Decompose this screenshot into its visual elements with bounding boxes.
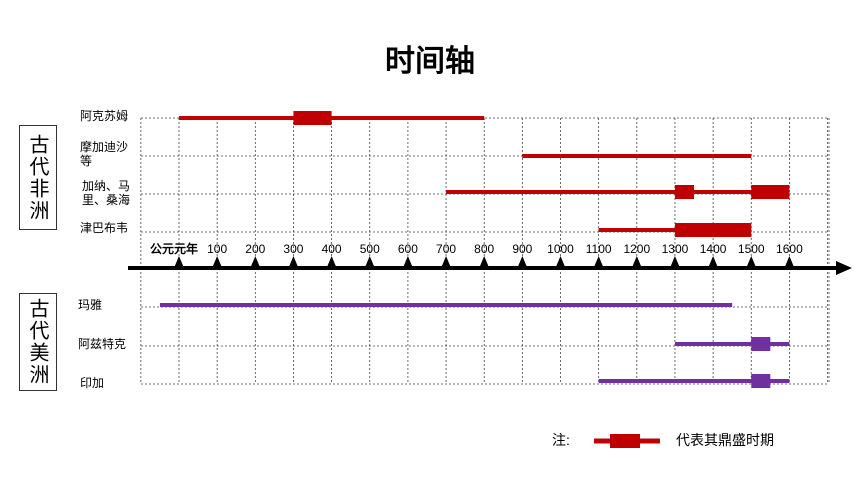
axis-tick-label: 400 <box>322 242 342 256</box>
axis-tick-marker <box>593 256 604 268</box>
region-label-africa: 古代非洲 <box>19 125 57 230</box>
row-peak-bar <box>751 374 771 388</box>
row-peak-bar <box>293 111 332 125</box>
axis-tick-label: 300 <box>283 242 303 256</box>
axis-tick-marker <box>250 256 261 268</box>
row-label: 津巴布韦 <box>80 221 129 235</box>
axis-tick-marker <box>174 256 184 268</box>
axis-tick-marker <box>746 256 757 268</box>
axis-tick-marker <box>708 256 719 268</box>
axis-tick-label: 1300 <box>662 242 689 256</box>
row-label: 摩加迪沙 等 <box>80 140 129 168</box>
axis-tick-label: 1000 <box>547 242 574 256</box>
axis-tick-label: 600 <box>398 242 418 256</box>
axis-tick-marker <box>517 256 528 268</box>
axis-tick-marker <box>631 256 642 268</box>
axis-tick-label: 700 <box>436 242 456 256</box>
axis-tick-label: 1500 <box>738 242 765 256</box>
row-peak-bar <box>674 223 752 237</box>
axis-tick-marker <box>212 256 223 268</box>
row-peak-bar <box>674 185 695 199</box>
axis-tick-marker <box>326 256 337 268</box>
axis-arrowhead <box>836 261 852 275</box>
row-label: 加纳、马 里、桑海 <box>82 179 131 207</box>
legend-text: 代表其鼎盛时期 <box>676 432 774 448</box>
axis-tick-marker <box>441 256 452 268</box>
axis-tick-marker <box>555 256 566 268</box>
axis-tick-marker <box>479 256 490 268</box>
axis-tick-label: 200 <box>245 242 265 256</box>
legend-peak-swatch <box>594 434 660 448</box>
axis-tick-marker <box>288 256 299 268</box>
axis-tick-label: 1400 <box>700 242 727 256</box>
axis-tick-label: 1100 <box>586 242 612 256</box>
row-label: 阿兹特克 <box>78 337 127 351</box>
axis-tick-label: 1600 <box>776 242 803 256</box>
region-label-america: 古代美洲 <box>19 293 57 391</box>
axis-tick-label: 900 <box>512 242 532 256</box>
axis-tick-label: 公元元年 <box>150 241 198 256</box>
row-peak-bar <box>751 337 771 351</box>
axis-tick-marker <box>402 256 413 268</box>
axis-tick-marker <box>364 256 375 268</box>
page-title: 时间轴 <box>385 44 475 79</box>
legend-prefix: 注: <box>552 432 570 448</box>
axis-tick-label: 800 <box>474 242 494 256</box>
axis-tick-label: 500 <box>360 242 380 256</box>
row-peak-bar <box>751 185 790 199</box>
axis-tick-marker <box>669 256 680 268</box>
axis-tick-label: 100 <box>207 242 227 256</box>
row-label: 印加 <box>80 376 105 390</box>
row-label: 玛雅 <box>78 298 103 312</box>
axis-tick-label: 1200 <box>623 242 650 256</box>
axis-tick-marker <box>784 256 795 268</box>
row-label: 阿克苏姆 <box>80 109 129 123</box>
